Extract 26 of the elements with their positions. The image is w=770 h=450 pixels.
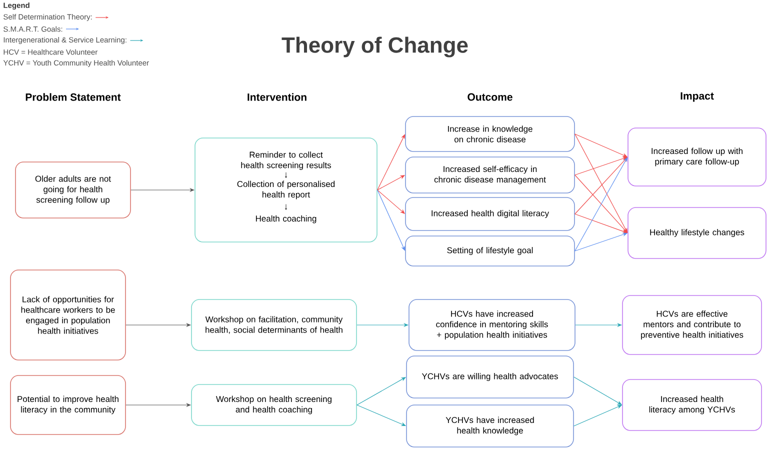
arrow [574, 157, 628, 252]
column-heading: Outcome [468, 93, 512, 101]
impact-box: HCVs are effective mentors and contribute to preventive health initiatives [622, 295, 762, 355]
arrow [377, 190, 406, 251]
outcome-box: Setting of lifestyle goal [405, 236, 575, 266]
impact-box: Increased follow up with primary care follow-up [628, 128, 766, 186]
problem-box: Potential to improve health literacy in the community [10, 375, 126, 435]
impact-box: Increased health literacy among YCHVs [622, 379, 762, 431]
problem-box: Older adults are not going for health screening follow up [15, 162, 131, 218]
problem-box: Lack of opportunities for healthcare workers to be engaged in population health initiatives [10, 270, 126, 360]
column-heading: Problem Statement [26, 93, 121, 101]
intervention-box: Workshop on health screening and health coaching [191, 384, 357, 426]
title: Theory of Change [282, 36, 468, 58]
outcome-box: HCVs have increased confidence in mentoring skills + population health initiatives [408, 299, 576, 351]
intervention-box: Workshop on facilitation, community health, social determinants of health [191, 299, 357, 351]
arrow [377, 134, 406, 190]
column-heading: Intervention [248, 93, 306, 101]
outcome-box: YCHVs are willing health advocates [406, 356, 574, 398]
outcome-box: YCHVs have increased health knowledge [406, 404, 574, 448]
arrow [574, 134, 628, 233]
column-heading: Impact [680, 92, 714, 102]
outcome-box: Increase in knowledge on chronic disease [405, 116, 575, 152]
impact-box: Healthy lifestyle changes [628, 207, 766, 259]
intervention-box: Reminder to collect health screening results Collection of personalised health report Health coaching [194, 138, 378, 242]
outcome-box: Increased health digital literacy [405, 197, 575, 231]
outcome-box: Increased self-efficacy in chronic disease management [405, 156, 575, 194]
